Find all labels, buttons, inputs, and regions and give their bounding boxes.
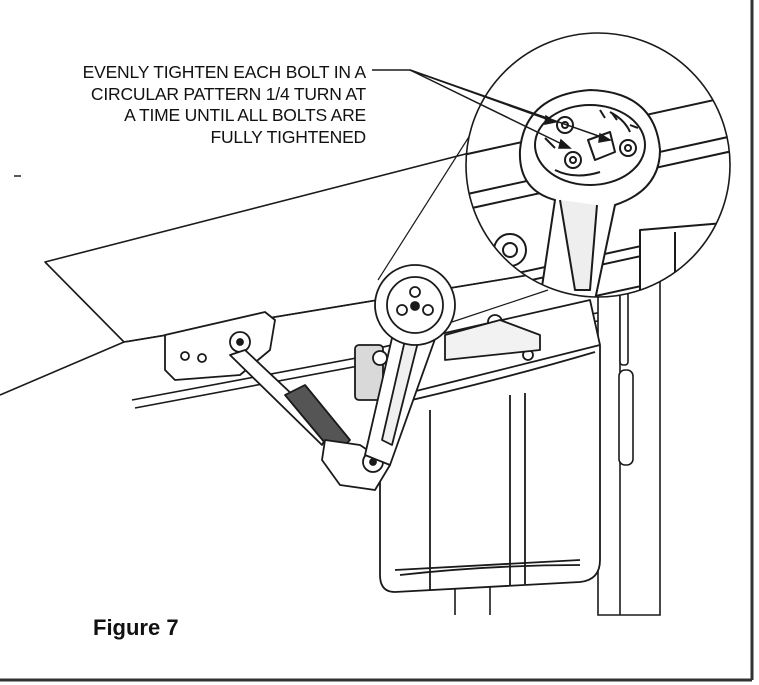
callout-line-1: EVENLY TIGHTEN EACH BOLT IN A [82, 62, 367, 82]
zoom-leaders [377, 131, 549, 323]
bolt-tightening-callout: EVENLY TIGHTEN EACH BOLT IN A CIRCULAR P… [26, 62, 367, 148]
callout-line-4: FULLY TIGHTENED [210, 126, 366, 147]
callout-pointers [372, 69, 613, 149]
callout-line-2: CIRCULAR PATTERN 1/4 TURN AT [90, 83, 366, 104]
closer-body [354, 299, 601, 593]
callout-line-3: A TIME UNTIL ALL BOLTS ARE [124, 105, 366, 125]
figure-label: Figure 7 [93, 615, 179, 640]
main-arm [364, 264, 456, 466]
zoom-detail [465, 32, 731, 298]
